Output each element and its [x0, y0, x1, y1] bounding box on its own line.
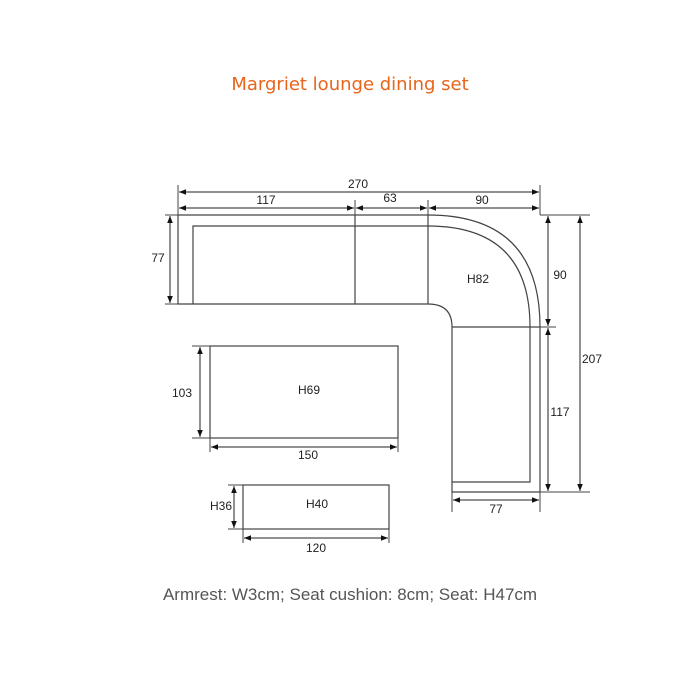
coffee-table	[242, 484, 390, 530]
label-depth-left: 77	[151, 251, 165, 265]
label-coffee-depth: H36	[210, 499, 232, 513]
coffee-table-height-label: H40	[306, 497, 328, 511]
label-right-lower: 117	[550, 405, 569, 419]
label-segment-corner: 90	[475, 193, 489, 207]
corner-sofa	[177, 214, 541, 493]
label-overall-height: 207	[582, 352, 602, 366]
dining-table-height-label: H69	[298, 383, 320, 397]
specs-note: Armrest: W3cm; Seat cushion: 8cm; Seat: …	[162, 585, 538, 604]
label-right-depth: 77	[489, 502, 503, 516]
label-dining-depth: 103	[172, 386, 192, 400]
label-segment-middle: 63	[383, 191, 397, 205]
sofa-height-label: H82	[467, 272, 489, 286]
dining-table	[209, 345, 399, 439]
label-corner-height: 90	[553, 268, 567, 282]
diagram-title: Margriet lounge dining set	[231, 74, 469, 95]
label-segment-left: 117	[256, 193, 275, 207]
label-overall-width: 270	[348, 177, 368, 191]
label-coffee-width: 120	[306, 541, 326, 555]
label-dining-width: 150	[298, 448, 318, 462]
